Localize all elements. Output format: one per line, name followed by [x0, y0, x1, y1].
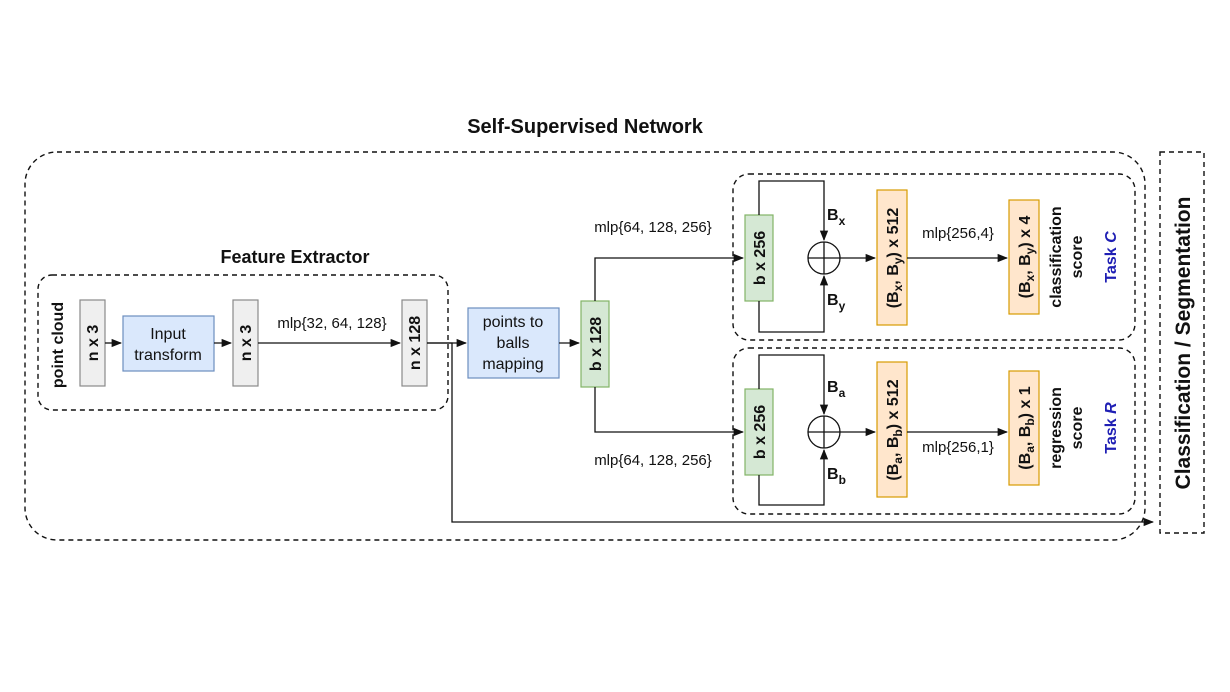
point-cloud-label: point cloud: [50, 302, 67, 388]
tensor-b128-label: b x 128: [588, 317, 605, 371]
mlp-task-r-label: mlp{64, 128, 256}: [594, 452, 712, 469]
task-c-bx-label: Bx: [827, 207, 846, 228]
tensor-n3-label-b: n x 3: [238, 325, 255, 362]
balls-mapping-line3: mapping: [482, 356, 543, 373]
balls-mapping-box: [467, 307, 560, 379]
task-r-score-line2: score: [1069, 407, 1086, 450]
tensor-n3-box-a: [79, 299, 106, 387]
tensor-n128-label: n x 128: [407, 316, 424, 370]
downstream-label: Classification / Segmentation: [1172, 197, 1195, 490]
input-transform-line1: Input: [150, 326, 186, 343]
downstream-container: [1159, 151, 1205, 534]
tensor-n3-label-a: n x 3: [85, 325, 102, 362]
task-r-score-line1: regression: [1048, 387, 1065, 469]
mlp2-task-r-label: mlp{256,1}: [922, 439, 994, 456]
diagram-title: Self-Supervised Network: [467, 116, 704, 138]
task-c-by-label: By: [827, 292, 846, 313]
feature-extractor-title: Feature Extractor: [220, 247, 369, 267]
tensor-n3-box-b: [232, 299, 259, 387]
task-c-score-line1: classification: [1048, 206, 1065, 307]
feature-extractor-container: [37, 274, 449, 411]
task-c-score-line2: score: [1069, 236, 1086, 279]
edge-task-c-by: [758, 274, 829, 333]
task-c-b256-label: b x 256: [752, 231, 769, 285]
edge-task-r-ba: [758, 354, 829, 416]
edge-b128-to-task-r: [594, 387, 745, 437]
task-c-output-label: (Bx, By) x 4: [1017, 216, 1037, 299]
balls-mapping-line1: points to: [483, 314, 544, 331]
task-c-output-box: [1008, 199, 1040, 315]
mlp-task-c-label: mlp{64, 128, 256}: [594, 219, 712, 236]
task-r-output-label: (Ba, Bb) x 1: [1017, 386, 1037, 469]
task-r-concat-label: (Ba, Bb) x 512: [885, 379, 905, 480]
task-r-b256-label: b x 256: [752, 405, 769, 459]
task-c-concat-box: [876, 189, 908, 326]
edge-skip-to-downstream: [427, 342, 1155, 527]
task-r-label: Task R: [1103, 402, 1120, 454]
edge-b128-to-task-c: [594, 253, 745, 301]
mlp-extractor-label: mlp{32, 64, 128}: [277, 315, 386, 332]
edge-task-r-bb: [758, 448, 829, 506]
task-r-bb-label: Bb: [827, 466, 846, 487]
self-supervised-network-container: [24, 151, 1146, 541]
task-r-ba-label: Ba: [827, 379, 846, 400]
edge-task-c-bx: [758, 180, 829, 242]
input-transform-line2: transform: [134, 347, 202, 364]
mlp2-task-c-label: mlp{256,4}: [922, 225, 994, 242]
task-c-container: [732, 173, 1136, 341]
task-r-container: [732, 347, 1136, 515]
task-r-output-box: [1008, 370, 1040, 486]
task-r-concat-box: [876, 361, 908, 498]
task-c-label: Task C: [1103, 231, 1120, 283]
tensor-n128-box: [401, 299, 428, 387]
balls-mapping-line2: balls: [497, 335, 530, 352]
task-c-concat-label: (Bx, By) x 512: [885, 208, 905, 309]
